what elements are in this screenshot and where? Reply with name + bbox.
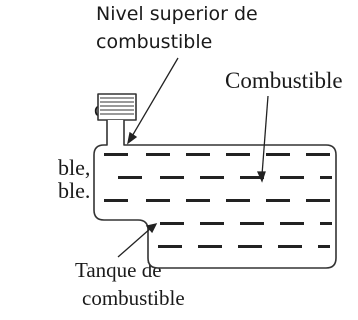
fuel-pattern [104,153,332,248]
fuel-row [160,222,332,225]
fuel-level-label-line2: combustible [96,31,213,53]
fuel-row [104,199,330,202]
tank-outline [93,120,337,269]
fuel-row [118,176,332,179]
filler-neck-cap [97,93,137,121]
fuel-level-arrow [127,57,179,145]
tank-arrow [117,223,158,258]
fuel-label: Combustible [225,68,343,93]
fuel-row [104,153,330,156]
tank-label: Tanque de [75,258,162,282]
fuel-level-label: Nivel superior de [96,3,258,25]
fuel-arrow [256,95,269,183]
tank-label-line2: combustible [82,286,185,310]
cropped-text-fragment: ble. [58,178,91,203]
fuel-row [158,245,330,248]
cropped-text-fragment: ble, [58,155,91,180]
